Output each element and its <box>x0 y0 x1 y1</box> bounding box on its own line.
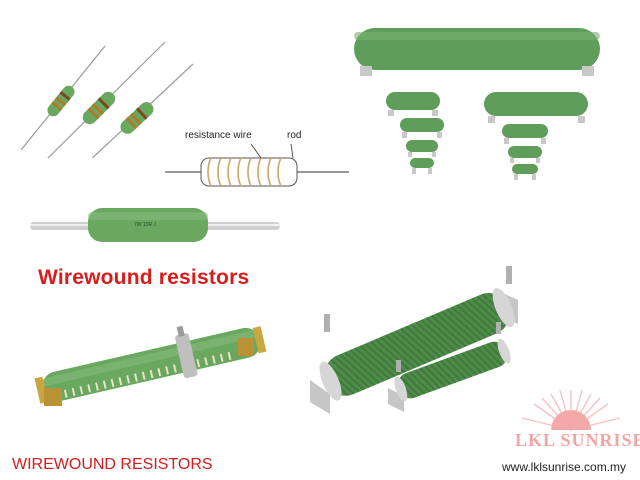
website-url: www.lklsunrise.com.my <box>502 460 627 474</box>
small-resistor-right-1 <box>484 92 588 123</box>
rod-label: rod <box>287 130 302 141</box>
small-resistor-right-2 <box>502 124 548 144</box>
small-resistor-left-1 <box>386 92 440 116</box>
axial-resistor-2 <box>47 41 166 158</box>
adjustable-tube-resistor-image <box>30 308 270 418</box>
small-resistor-right-4 <box>512 164 538 180</box>
small-resistor-left-3 <box>406 140 438 157</box>
sunrise-logo-icon <box>516 386 626 432</box>
small-ribbed-resistor <box>388 322 511 412</box>
resistor-marking: 7W 10R J <box>134 222 156 228</box>
small-resistor-right-3 <box>508 146 542 163</box>
resistance-wire-label: resistance wire <box>185 130 252 141</box>
axial-resistors-image <box>15 38 200 158</box>
small-resistor-left-2 <box>400 118 444 138</box>
small-resistor-left-4 <box>410 158 434 174</box>
caption: WIREWOUND RESISTORS <box>12 456 213 473</box>
axial-resistor-3 <box>91 63 194 158</box>
axial-resistor-1 <box>20 45 106 151</box>
construction-diagram: resistance wire rod <box>165 128 355 200</box>
ribbed-resistors-image <box>300 262 540 422</box>
large-tube-resistor <box>354 28 600 76</box>
logo-text: LKL SUNRISE <box>515 430 640 450</box>
large-ribbed-resistor <box>310 266 518 414</box>
headline: Wirewound resistors <box>38 266 250 289</box>
tube-resistor-group-image <box>350 22 610 192</box>
marked-power-resistor-image: 7W 10R J <box>30 200 280 250</box>
